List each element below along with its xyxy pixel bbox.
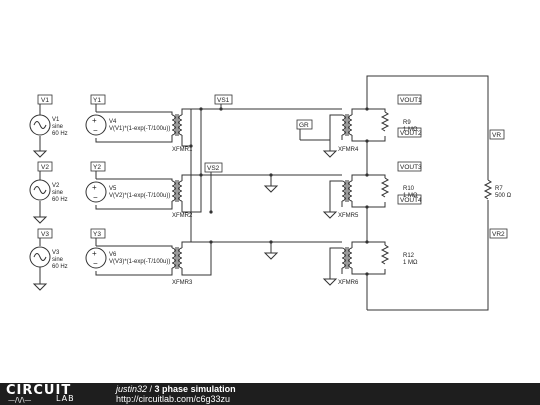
net-tag-vout1: VOUT1 <box>400 97 422 104</box>
resistor-icon: —/\/\— <box>8 396 32 404</box>
resistor-r7 <box>484 179 492 200</box>
schematic-canvas: + − + − + − V1 V2 V3 Y1 <box>29 75 512 311</box>
svg-text:−: − <box>93 259 98 268</box>
xfmr3-label: XFMR3 <box>172 280 193 286</box>
r7-name: R7 <box>495 186 503 192</box>
source-v4-name: V4 <box>109 119 117 125</box>
sine-source-v3[interactable] <box>29 246 51 268</box>
svg-text:−: − <box>93 193 98 202</box>
net-tag-v1: V1 <box>41 97 49 104</box>
source-v2-type: sine <box>52 190 64 196</box>
net-tag-vout4: VOUT4 <box>400 197 422 204</box>
source-v1-freq: 60 Hz <box>52 131 68 137</box>
source-v5-expr: V(V2)*(1-exp(-T/100u)) <box>109 193 170 199</box>
r9-name: R9 <box>403 120 411 126</box>
source-v2-name: V2 <box>52 183 60 189</box>
net-tag-vs1: VS1 <box>217 97 230 104</box>
circuit-url[interactable]: http://circuitlab.com/c6g33zu <box>116 394 231 404</box>
author-name[interactable]: justin32 <box>116 384 148 394</box>
circuit-title: 3 phase simulation <box>154 384 236 394</box>
net-tag-v2: V2 <box>41 164 49 171</box>
resistor-r12 <box>381 244 389 265</box>
xfmr1-label: XFMR1 <box>172 147 193 153</box>
xfmr5-label: XFMR5 <box>338 213 359 219</box>
controlled-source-v6[interactable]: + − <box>85 247 107 269</box>
source-v6-name: V6 <box>109 252 117 258</box>
controlled-source-v5[interactable]: + − <box>85 181 107 203</box>
source-v3-freq: 60 Hz <box>52 264 68 270</box>
footer-bar: CIRCUIT —/\/\— LAB justin32 / 3 phase si… <box>0 383 540 405</box>
source-v1-name: V1 <box>52 117 60 123</box>
transformer-xfmr1 <box>171 113 183 137</box>
r10-name: R10 <box>403 186 415 192</box>
sine-source-v1[interactable] <box>29 114 51 136</box>
resistor-r9 <box>381 111 389 132</box>
net-tag-v3: V3 <box>41 231 49 238</box>
r12-value: 1 MΩ <box>403 260 418 266</box>
source-v3-name: V3 <box>52 250 60 256</box>
net-tag-y2: Y2 <box>93 164 101 171</box>
svg-text:+: + <box>92 249 97 258</box>
svg-text:−: − <box>93 126 98 135</box>
net-tag-vr: VR <box>492 132 501 139</box>
transformer-xfmr6 <box>341 246 353 270</box>
source-v5-name: V5 <box>109 186 117 192</box>
net-tag-vs2: VS2 <box>207 165 220 172</box>
r10-value: 1 MΩ <box>403 193 418 199</box>
r7-value: 500 Ω <box>495 193 512 199</box>
xfmr2-label: XFMR2 <box>172 213 193 219</box>
source-v2-freq: 60 Hz <box>52 197 68 203</box>
transformer-xfmr3 <box>171 246 183 270</box>
source-v6-expr: V(V3)*(1-exp(-T/100u)) <box>109 259 170 265</box>
transformer-xfmr5 <box>341 179 353 203</box>
net-tag-y3: Y3 <box>93 231 101 238</box>
logo-text-bottom: LAB <box>56 394 75 403</box>
logo-text-top: CIRCUIT <box>6 383 72 398</box>
xfmr4-label: XFMR4 <box>338 147 359 153</box>
controlled-source-v4[interactable]: + − <box>85 114 107 136</box>
sine-source-v2[interactable] <box>29 179 51 201</box>
net-tag-vout3: VOUT3 <box>400 164 422 171</box>
svg-text:+: + <box>92 183 97 192</box>
xfmr6-label: XFMR6 <box>338 280 359 286</box>
transformer-xfmr4 <box>341 113 353 137</box>
svg-text:+: + <box>92 116 97 125</box>
r9-value: 1 MΩ <box>403 127 418 133</box>
source-v4-expr: V(V1)*(1-exp(-T/100u)) <box>109 126 170 132</box>
net-tag-y1: Y1 <box>93 97 101 104</box>
transformer-xfmr2 <box>171 179 183 203</box>
net-tag-gr: GR <box>299 122 309 129</box>
net-tag-vout2: VOUT2 <box>400 130 422 137</box>
r12-name: R12 <box>403 253 415 259</box>
source-v3-type: sine <box>52 257 64 263</box>
title-separator: / <box>147 384 155 394</box>
source-v1-type: sine <box>52 124 64 130</box>
circuit-meta: justin32 / 3 phase simulation http://cir… <box>116 384 236 404</box>
net-tag-vr2: VR2 <box>492 231 505 238</box>
resistor-r10 <box>381 177 389 198</box>
circuitlab-logo[interactable]: CIRCUIT —/\/\— LAB <box>6 384 92 404</box>
